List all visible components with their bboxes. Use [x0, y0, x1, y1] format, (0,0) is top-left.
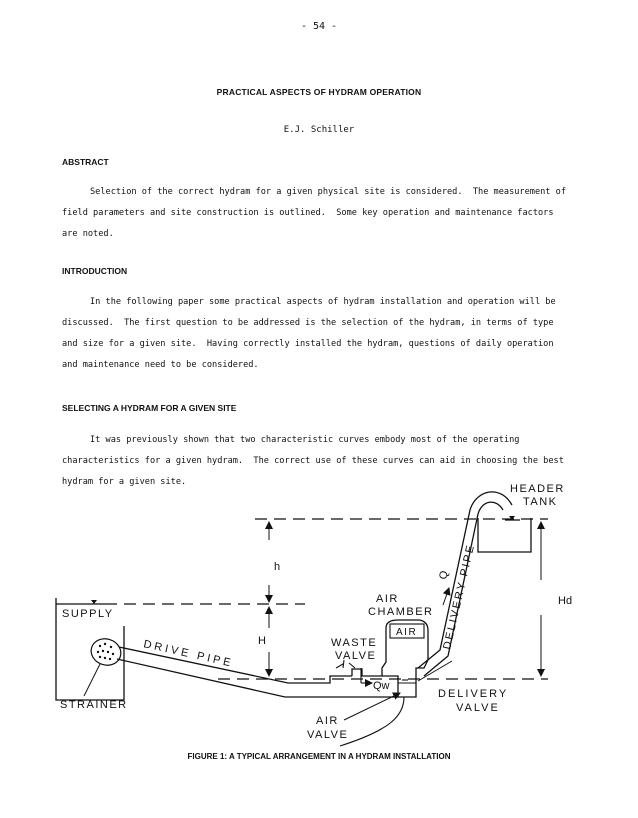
selecting-heading: SELECTING A HYDRAM FOR A GIVEN SITE	[62, 403, 237, 413]
delivery-valve-label-2: VALVE	[456, 702, 500, 714]
header-tank-label-2: TANK	[523, 496, 558, 508]
air-valve-pointer	[343, 692, 401, 721]
paper-title: PRACTICAL ASPECTS OF HYDRAM OPERATION	[216, 87, 422, 97]
waste-valve-label-1: WASTE	[331, 637, 377, 649]
author: E.J. Schiller	[283, 125, 355, 135]
text-line: field parameters and site construction i…	[62, 208, 554, 218]
air-box	[389, 623, 425, 639]
hydram-body	[351, 619, 429, 698]
text-line: and size for a given site. Having correc…	[62, 339, 554, 349]
text-line: discussed. The first question to be addr…	[62, 318, 554, 328]
drive-pipe-label: DRIVE PIPE	[142, 638, 234, 670]
air-box-label: AIR	[396, 627, 417, 638]
supply-label: SUPPLY	[62, 608, 114, 620]
strainer-holes-icon	[96, 642, 115, 661]
strainer-label: STRAINER	[60, 699, 128, 711]
delivery-pipe	[417, 491, 513, 677]
supply-tank	[55, 598, 125, 701]
header-tank-label-1: HEADER	[510, 483, 565, 495]
abstract-heading: ABSTRACT	[62, 157, 109, 167]
H-label: H	[258, 635, 266, 647]
strainer	[90, 638, 122, 666]
flow-q-label: Q	[437, 569, 451, 580]
air-chamber-label-2: CHAMBER	[368, 606, 434, 618]
text-line: In the following paper some practical as…	[90, 297, 556, 307]
strainer-pointer	[83, 663, 101, 697]
drive-pipe	[116, 646, 398, 698]
header-water-marker-icon	[509, 516, 515, 520]
text-line: are noted.	[62, 229, 114, 239]
delivery-valve	[339, 679, 416, 747]
waste-valve	[335, 659, 373, 687]
introduction-paragraph: In the following paper some practical as…	[62, 296, 562, 380]
air-valve-label-1: AIR	[316, 715, 339, 727]
text-line: hydram for a given site.	[62, 477, 187, 487]
text-line: characteristics for a given hydram. The …	[62, 456, 564, 466]
text-line: and maintenance need to be considered.	[62, 360, 259, 370]
waste-flow-label: Qw	[373, 680, 390, 692]
air-chamber-label-1: AIR	[376, 593, 399, 605]
waste-valve-label-2: VALVE	[335, 650, 376, 662]
flow-q-arrow	[442, 587, 451, 606]
introduction-heading: INTRODUCTION	[62, 266, 128, 276]
delivery-valve-label-1: DELIVERY	[438, 688, 508, 700]
h-label: h	[274, 561, 280, 573]
air-valve-label-2: VALVE	[307, 729, 348, 741]
selecting-paragraph: It was previously shown that two charact…	[62, 434, 564, 497]
text-line: Selection of the correct hydram for a gi…	[90, 187, 566, 197]
text-line: It was previously shown that two charact…	[90, 435, 520, 445]
Hd-label: Hd	[558, 595, 572, 607]
water-level-marker-icon	[91, 600, 97, 604]
header-tank	[477, 518, 532, 553]
delivery-valve-pointer	[417, 660, 453, 682]
page-number: - 54 -	[300, 21, 338, 32]
figure-caption: FIGURE 1: A TYPICAL ARRANGEMENT IN A HYD…	[187, 752, 451, 761]
abstract-paragraph: Selection of the correct hydram for a gi…	[62, 186, 566, 249]
